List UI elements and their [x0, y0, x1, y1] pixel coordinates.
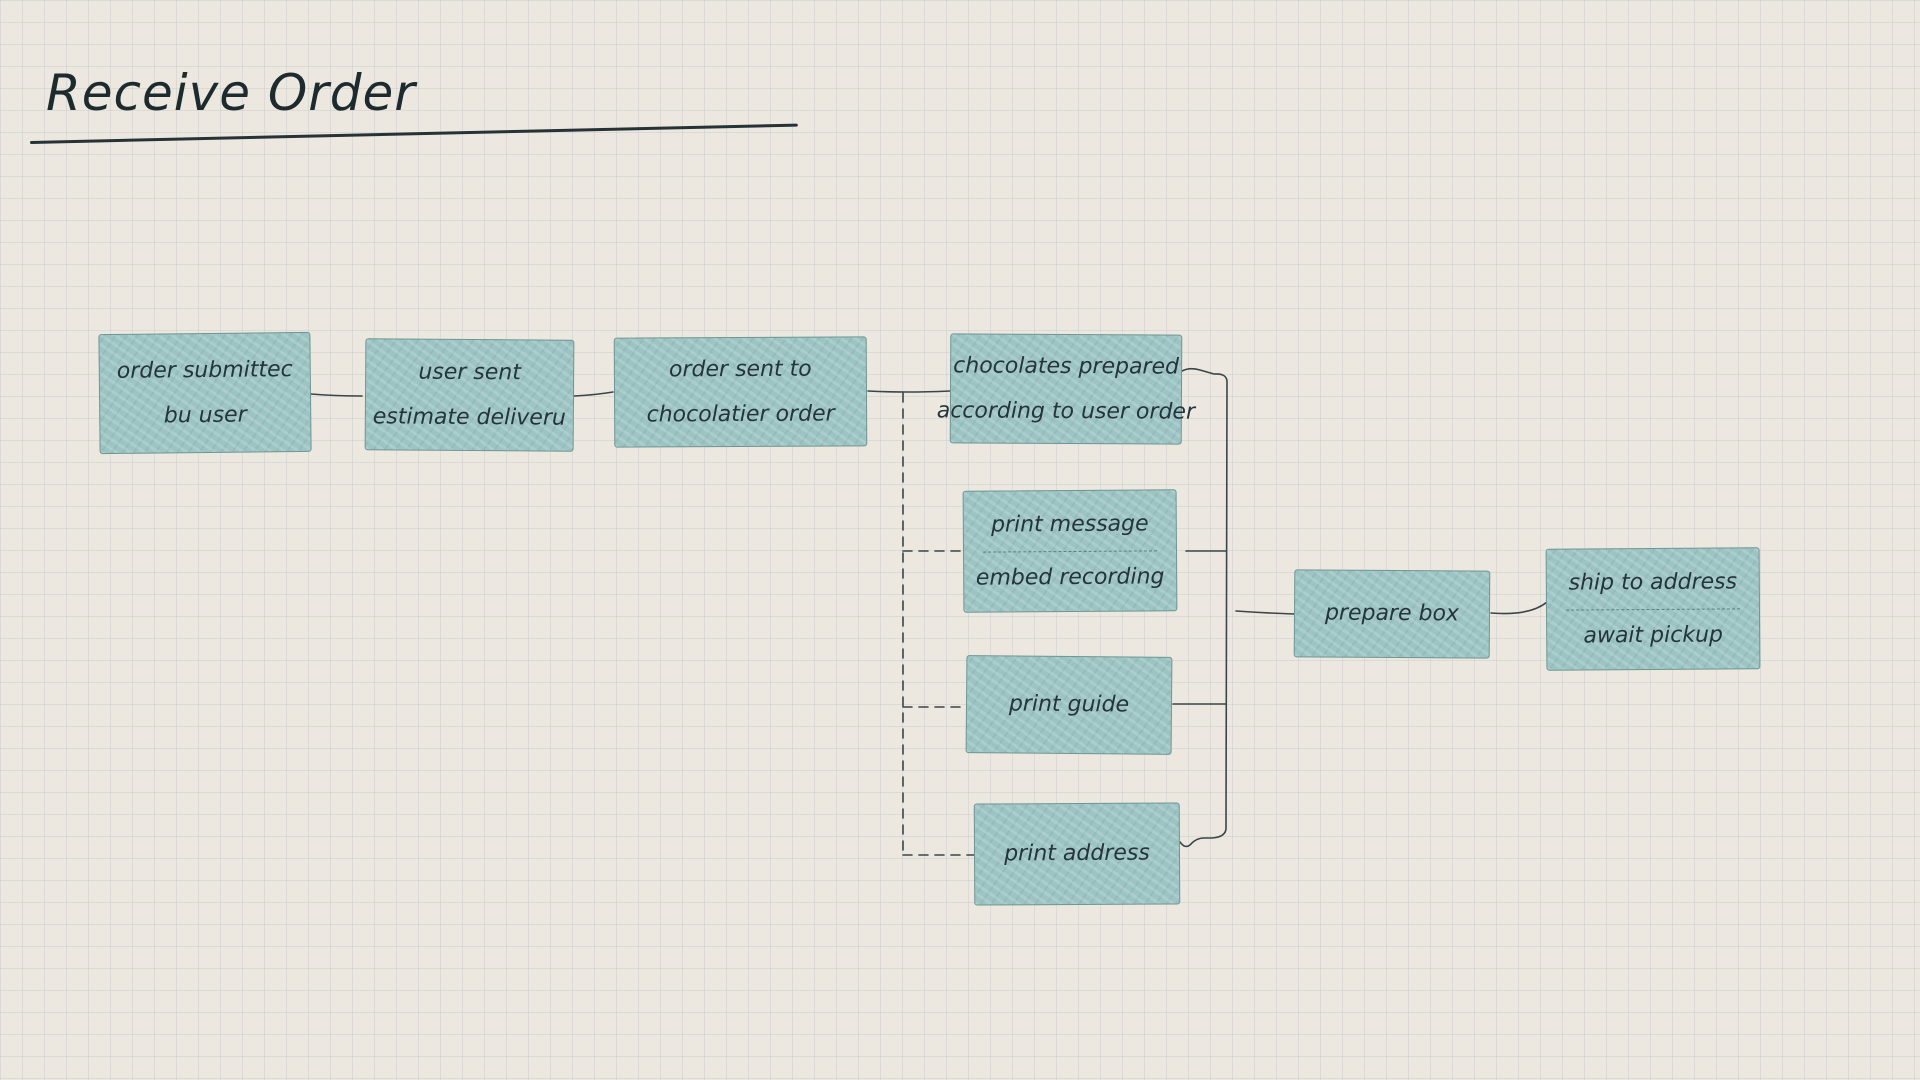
connector-prepare-box-to-ship [1490, 601, 1548, 615]
node-label-line-2: estimate deliveru [372, 404, 566, 431]
connector-submitted-to-estimate [310, 393, 363, 397]
node-divider [983, 549, 1157, 553]
node-label-top: ship to address [1568, 569, 1738, 596]
node-prepare-box[interactable]: prepare box [1293, 569, 1491, 659]
connector-chocolatier-to-prepared [867, 390, 951, 393]
node-print-address[interactable]: print address [973, 802, 1181, 906]
node-order-submitted[interactable]: order submittec bu user [98, 331, 312, 455]
node-label-line-2: bu user [163, 402, 247, 429]
node-label-line-2: chocolatier order [646, 401, 835, 428]
node-chocolates-prepared[interactable]: chocolates prepared according to user or… [937, 333, 1195, 445]
node-user-sent-estimate[interactable]: user sent estimate deliveru [364, 338, 575, 452]
node-label: print address [1004, 840, 1150, 867]
node-divider [1566, 607, 1740, 611]
node-label-line-1: chocolates prepared [953, 352, 1180, 380]
node-order-sent-chocolatier[interactable]: order sent to chocolatier order [613, 336, 868, 448]
node-label-bottom: await pickup [1583, 622, 1724, 648]
node-label-line-1: user sent [418, 359, 522, 385]
connector-bracket [1179, 367, 1228, 848]
node-ship-to-address[interactable]: ship to address await pickup [1545, 547, 1761, 671]
node-print-guide[interactable]: print guide [965, 655, 1173, 755]
connector-estimate-to-chocolatier [573, 391, 614, 397]
node-label-top: print message [990, 511, 1149, 538]
node-label-line-1: order sent to [668, 356, 812, 382]
node-label-line-2: according to user order [936, 398, 1196, 425]
node-label-bottom: embed recording [975, 563, 1165, 591]
node-print-message[interactable]: print message embed recording [962, 489, 1178, 613]
connector-bracket-to-prepare-box [1235, 610, 1295, 615]
page-title: Receive Order [46, 64, 416, 122]
node-label: print guide [1008, 691, 1130, 718]
node-label: prepare box [1324, 600, 1460, 627]
node-label-line-1: order submittec [116, 356, 293, 384]
